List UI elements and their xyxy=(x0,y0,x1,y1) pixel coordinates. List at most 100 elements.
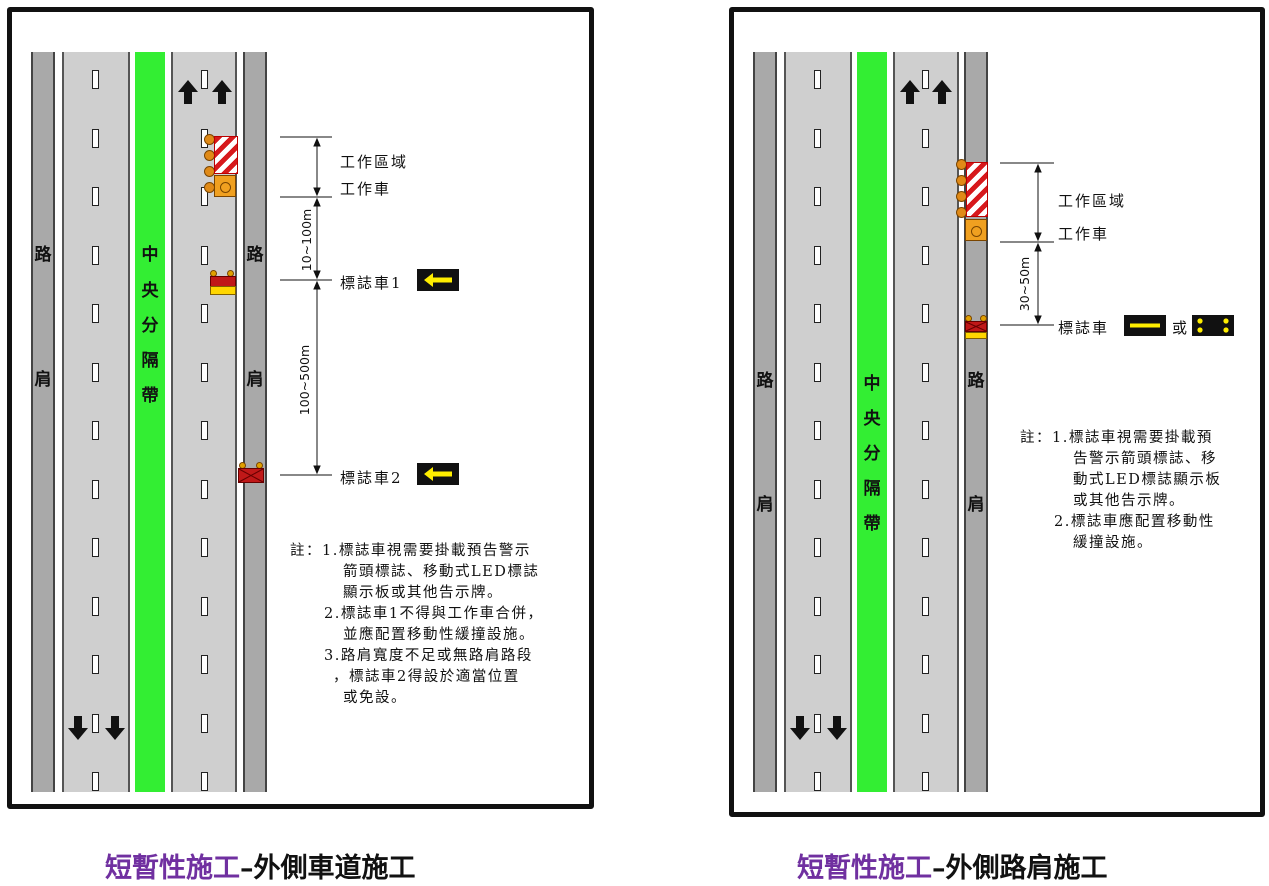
lane-dash xyxy=(201,713,208,733)
lane-dash xyxy=(922,596,929,616)
work-zone xyxy=(214,136,238,174)
note-line: 告警示箭頭標誌、移 xyxy=(1073,451,1217,467)
r-median-label-5: 帶 xyxy=(863,514,881,534)
dimension-lines xyxy=(280,136,332,476)
left-caption-accent: 短暫性施工 xyxy=(105,853,240,884)
marker-vehicle-1 xyxy=(210,270,236,295)
marker-vehicle-2-label: 標誌車2 xyxy=(340,469,403,487)
left-caption: 短暫性施工–外側車道施工 xyxy=(105,846,416,885)
note-line: 或其他告示牌。 xyxy=(1073,493,1185,509)
lane-dash xyxy=(92,304,99,323)
distance-label-2: 100~500m xyxy=(297,344,312,416)
note-line: 箭頭標誌、移動式LED標誌 xyxy=(343,564,540,580)
r-median-label-4: 隔 xyxy=(863,479,881,499)
work-vehicle-label: 工作車 xyxy=(1058,225,1110,243)
lane-dash xyxy=(814,70,821,89)
lane-dash xyxy=(922,362,929,382)
lane-dash xyxy=(922,479,929,499)
note-line: 2.標誌車1不得與工作車合併， xyxy=(324,606,544,622)
left-notes: 註：1.標誌車視需要掛載預告警示 箭頭標誌、移動式LED標誌 顯示板或其他告示牌… xyxy=(290,541,544,709)
right-caption-accent: 短暫性施工 xyxy=(797,853,932,884)
direction-arrow-icon xyxy=(105,716,125,740)
direction-arrow-icon xyxy=(790,716,810,740)
lane-dash xyxy=(92,187,99,206)
median-label-2: 央 xyxy=(141,281,159,301)
left-shoulder-outer xyxy=(243,52,267,792)
work-vehicle xyxy=(965,219,987,241)
direction-arrow-icon xyxy=(68,716,88,740)
dimension-lines xyxy=(1000,162,1054,326)
lane-dash xyxy=(201,538,208,557)
lane-dash xyxy=(814,596,821,616)
work-vehicle-label: 工作車 xyxy=(340,180,392,198)
lane-dash xyxy=(814,538,821,557)
note-line: ，標誌車2得設於適當位置 xyxy=(333,669,520,685)
or-label: 或 xyxy=(1172,319,1188,337)
r-median-label-1: 中 xyxy=(863,374,881,394)
right-caption-rest: –外側路肩施工 xyxy=(932,853,1108,884)
lane-dash xyxy=(201,655,208,674)
note-line: 緩撞設施。 xyxy=(1073,535,1153,551)
lane-dash xyxy=(92,70,99,89)
lane-dash xyxy=(92,538,99,557)
distance-label-1: 10~100m xyxy=(299,208,314,272)
marker-vehicle-label: 標誌車 xyxy=(1058,319,1110,337)
lane-dash xyxy=(92,772,99,791)
marker-vehicle-1-label: 標誌車1 xyxy=(340,274,403,292)
lane-dash xyxy=(92,655,99,674)
work-zone-label: 工作區域 xyxy=(1058,192,1127,210)
right-caption: 短暫性施工–外側路肩施工 xyxy=(797,846,1108,885)
right-notes: 註：1.標誌車視需要掛載預 告警示箭頭標誌、移 動式LED標誌顯示板 或其他告示… xyxy=(1020,428,1221,554)
lane-dash xyxy=(922,304,929,323)
lane-dash xyxy=(922,128,929,148)
lane-dash xyxy=(814,655,821,674)
lane-dash xyxy=(92,596,99,616)
left-caption-rest: –外側車道施工 xyxy=(240,853,416,884)
right-shoulder-label-1: 路 xyxy=(246,245,264,265)
note-line: 並應配置移動性緩撞設施。 xyxy=(343,627,535,643)
lane-dash xyxy=(814,713,821,733)
work-zone xyxy=(966,162,988,217)
note-line: 或免設。 xyxy=(343,690,407,706)
left-shoulder-label-2: 肩 xyxy=(34,370,52,390)
lane-dash xyxy=(922,538,929,557)
r-median xyxy=(857,52,887,792)
median-label-4: 隔 xyxy=(141,351,159,371)
lane-dash xyxy=(92,713,99,733)
lane-dash xyxy=(92,128,99,148)
lane-dash xyxy=(922,245,929,265)
lane-dash xyxy=(922,70,929,89)
r-median-label-2: 央 xyxy=(863,409,881,429)
lane-dash xyxy=(201,245,208,265)
r-median-label-3: 分 xyxy=(863,444,881,464)
lane-dash xyxy=(201,479,208,499)
direction-arrow-icon xyxy=(827,716,847,740)
left-arrow-sign-icon xyxy=(417,463,459,485)
median-label-3: 分 xyxy=(141,316,159,336)
lane-dash xyxy=(92,421,99,440)
lane-dash xyxy=(92,245,99,265)
left-median xyxy=(135,52,165,792)
horizontal-bar-sign-icon xyxy=(1124,315,1166,336)
lane-dash xyxy=(814,362,821,382)
lane-dash xyxy=(92,479,99,499)
right-shoulder-label-2: 肩 xyxy=(246,370,264,390)
note-line: 動式LED標誌顯示板 xyxy=(1073,472,1222,488)
work-zone-label: 工作區域 xyxy=(340,153,409,171)
left-shoulder-label-1: 路 xyxy=(34,245,52,265)
lane-dash xyxy=(922,187,929,206)
lane-dash xyxy=(201,421,208,440)
lane-dash xyxy=(201,70,208,89)
marker-vehicle-2 xyxy=(238,462,264,484)
note-line: 顯示板或其他告示牌。 xyxy=(343,585,503,601)
lane-dash xyxy=(92,362,99,382)
lane-dash xyxy=(814,128,821,148)
r-right-shoulder-label-1: 路 xyxy=(967,371,985,391)
lane-dash xyxy=(814,772,821,791)
direction-arrow-icon xyxy=(932,80,952,104)
lane-dash xyxy=(814,187,821,206)
lane-dash xyxy=(201,596,208,616)
direction-arrow-icon xyxy=(178,80,198,104)
lane-dash xyxy=(201,362,208,382)
median-label-5: 帶 xyxy=(141,386,159,406)
